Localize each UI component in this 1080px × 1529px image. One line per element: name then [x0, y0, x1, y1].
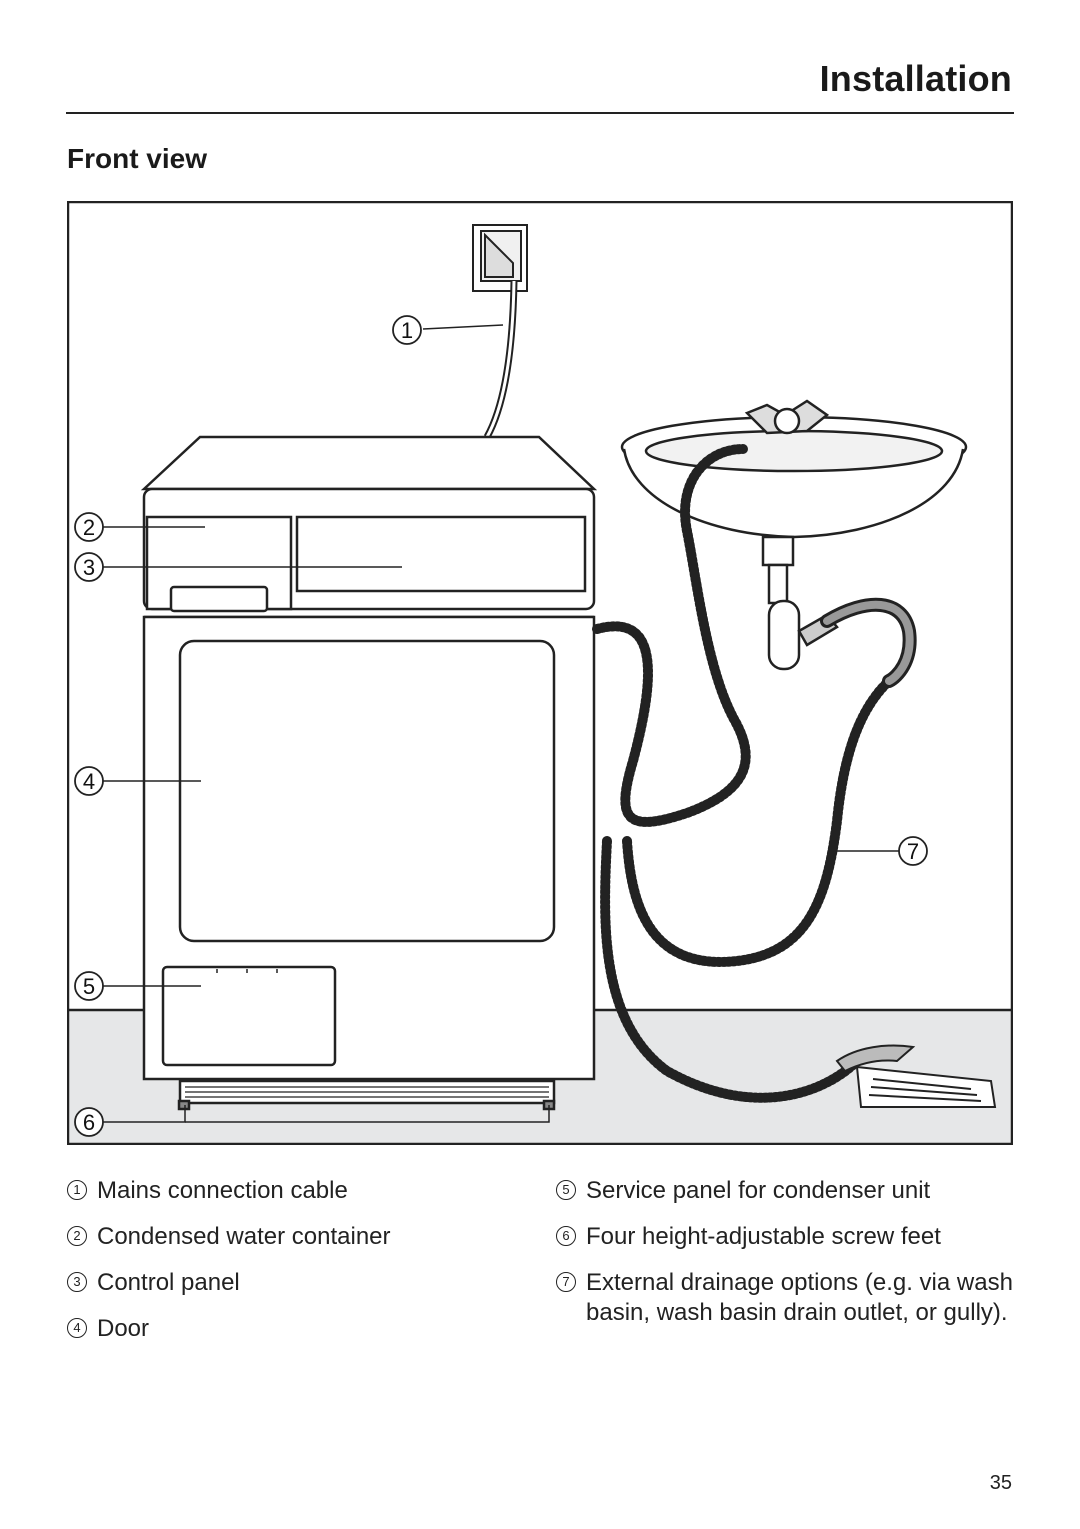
floor-gully	[835, 1044, 997, 1108]
callout-7: 7	[898, 836, 928, 866]
drain-hoses	[592, 444, 917, 1103]
legend-text: Four height-adjustable screw feet	[586, 1223, 941, 1250]
legend-number-badge: 7	[556, 1272, 576, 1292]
legend-text: External drainage options (e.g. via wash…	[586, 1269, 1013, 1326]
legend-item: 5 Service panel for condenser unit	[556, 1176, 1016, 1206]
legend-text: Mains connection cable	[97, 1177, 348, 1204]
legend-number-badge: 5	[556, 1180, 576, 1200]
callout-1-label: 1	[401, 318, 413, 343]
figure-frame	[67, 201, 1013, 1145]
callout-3: 3	[74, 552, 104, 582]
legend-right-column: 5 Service panel for condenser unit 6 Fou…	[556, 1176, 1016, 1344]
section-title: Front view	[67, 143, 208, 174]
callout-5-label: 5	[83, 974, 95, 999]
legend-text: Control panel	[97, 1269, 240, 1296]
page-header-title: Installation	[819, 58, 1012, 99]
callout-6-label: 6	[83, 1110, 95, 1135]
callout-3-label: 3	[83, 555, 95, 580]
callout-6: 6	[74, 1107, 104, 1137]
legend-number-badge: 1	[67, 1180, 87, 1200]
legend-text: Service panel for condenser unit	[586, 1177, 931, 1204]
callout-1: 1	[392, 315, 422, 345]
legend-text: Door	[97, 1315, 150, 1342]
legend-item: 7 External drainage options (e.g. via wa…	[556, 1268, 1016, 1328]
legend-item: 6 Four height-adjustable screw feet	[556, 1222, 1016, 1252]
dryer	[140, 435, 598, 1111]
legend-item: 1 Mains connection cable	[67, 1176, 537, 1206]
legend-number-badge: 2	[67, 1226, 87, 1246]
callout-5: 5	[74, 971, 104, 1001]
callout-7-label: 7	[907, 839, 919, 864]
callout-4-label: 4	[83, 769, 95, 794]
header-divider	[66, 112, 1014, 114]
legend-number-badge: 4	[67, 1318, 87, 1338]
front-view-illustration: 1 2 3 4 5 6 7	[67, 201, 1013, 1145]
wall-socket	[472, 224, 528, 292]
callout-4: 4	[74, 766, 104, 796]
legend-number-badge: 3	[67, 1272, 87, 1292]
legend-number-badge: 6	[556, 1226, 576, 1246]
illustration-svg: 1 2 3 4 5 6 7	[67, 201, 1013, 1145]
callout-2: 2	[74, 512, 104, 542]
legend-text: Condensed water container	[97, 1223, 391, 1250]
callout-2-label: 2	[83, 515, 95, 540]
legend-left-column: 1 Mains connection cable 2 Condensed wat…	[67, 1176, 537, 1360]
legend-item: 2 Condensed water container	[67, 1222, 537, 1252]
legend-item: 3 Control panel	[67, 1268, 537, 1298]
legend-item: 4 Door	[67, 1314, 537, 1344]
callout-leaders	[103, 324, 899, 1123]
page-number: 35	[989, 1472, 1012, 1494]
